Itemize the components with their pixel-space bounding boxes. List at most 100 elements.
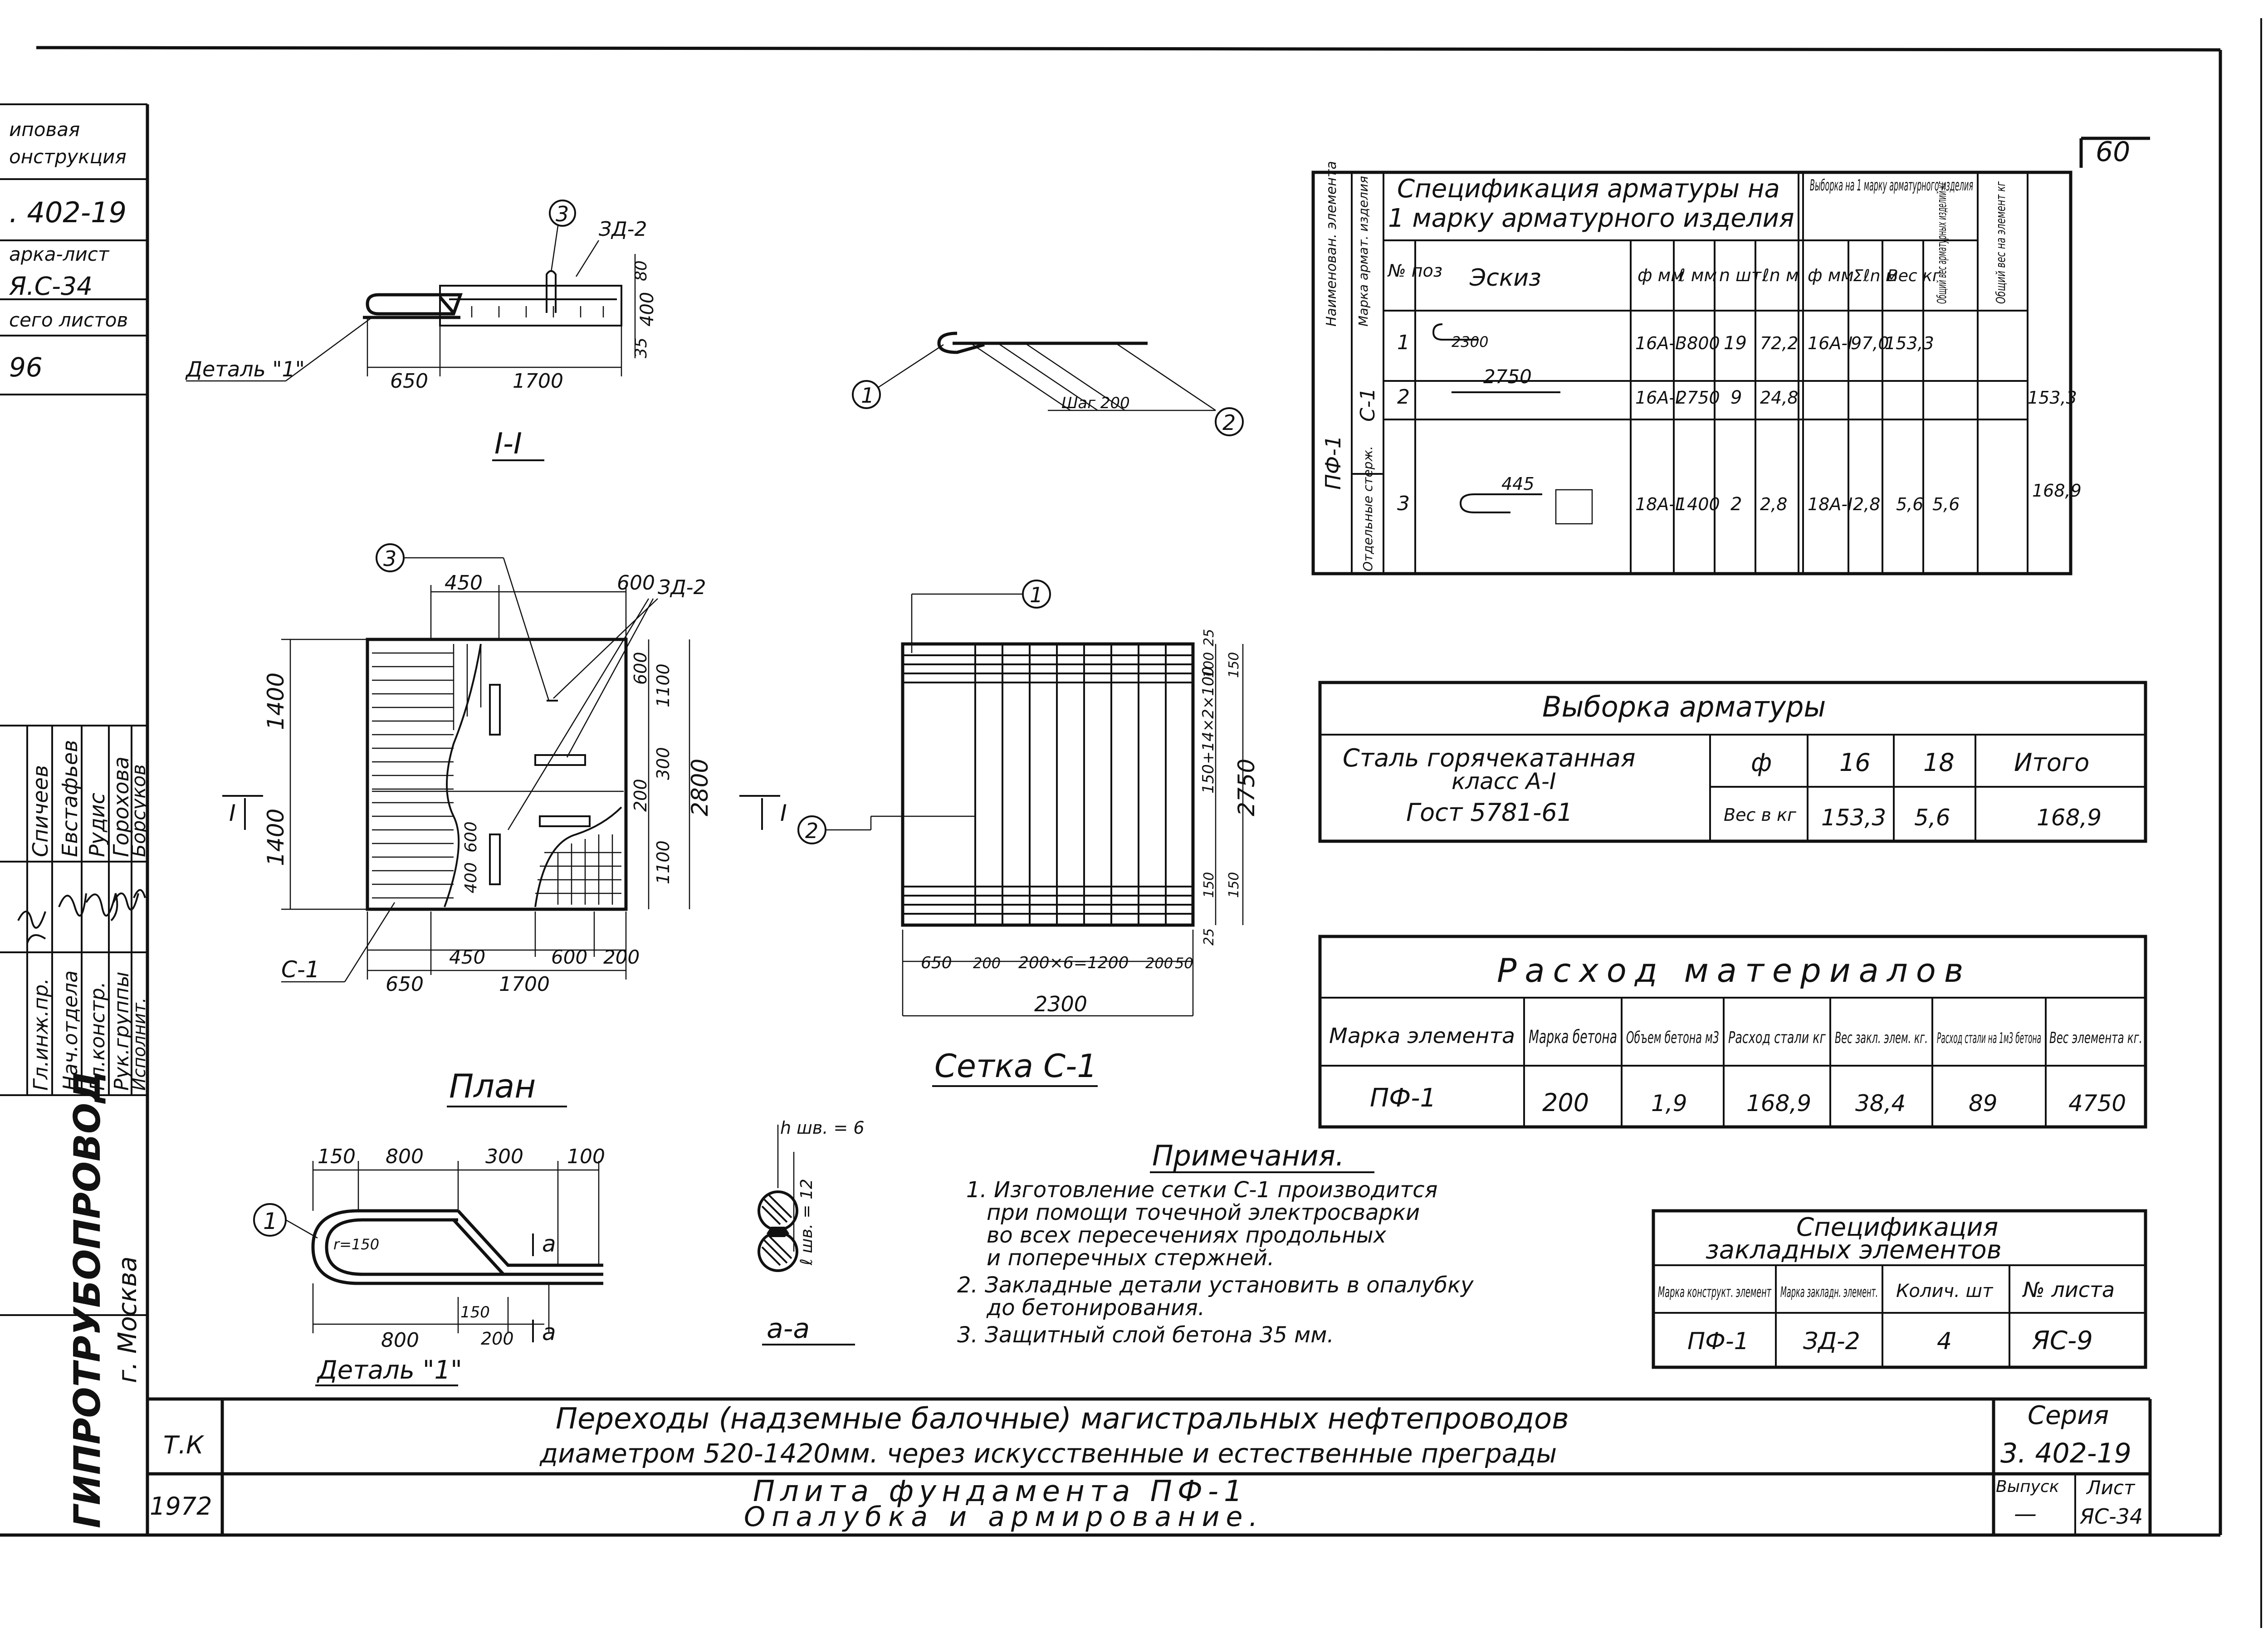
- detail-radius: r=150: [333, 1236, 379, 1253]
- spec-separate-bars: Отдельные стерж.: [1360, 446, 1375, 571]
- callout-1: 1: [861, 383, 874, 408]
- col-ln: ℓn м: [1762, 265, 1799, 285]
- row-1-phi: 16А-I: [1635, 333, 1680, 353]
- name-2: Евстафьев: [58, 740, 82, 857]
- spec-selection-title: Выборка на 1 марку арматурного изделия: [1810, 176, 1973, 195]
- spec-title-1: Спецификация арматуры на: [1397, 174, 1780, 204]
- signature-scribble: [17, 911, 46, 944]
- stamp-title-1: иповая: [9, 118, 80, 141]
- emb-h-2: Марка закладн. элемент.: [1780, 1283, 1878, 1301]
- signature-scribble: [85, 893, 118, 921]
- row-2-ln: 24,8: [1760, 388, 1799, 408]
- emb-r-4: ЯС-9: [2032, 1326, 2093, 1355]
- org-name: ГИПРОТРУБОПРОВОД: [66, 1071, 108, 1528]
- detail-cut-bottom: а: [542, 1319, 556, 1345]
- dim-400: 400: [637, 292, 658, 327]
- name-1: Спичеев: [28, 765, 53, 857]
- mat-r-1: ПФ-1: [1370, 1083, 1436, 1113]
- plan-caption: План: [449, 1067, 536, 1105]
- row-3-sketch: 445: [1501, 474, 1535, 494]
- left-stamp: иповая онструкция . 402-19 арка-лист Я.С…: [0, 103, 147, 395]
- section-caption: I-I: [494, 427, 522, 461]
- emb-r-3: 4: [1937, 1328, 1952, 1355]
- dim-1700: 1700: [513, 370, 563, 393]
- series-label: Серия: [2028, 1401, 2109, 1430]
- note-5: 2. Закладные детали установить в опалубк…: [957, 1272, 1474, 1298]
- mesh-overall-bottom: 2300: [1034, 992, 1087, 1016]
- sel-w2: 5,6: [1914, 804, 1950, 831]
- plan-hatch: [372, 644, 621, 905]
- row-1-n: 19: [1724, 333, 1747, 354]
- section-1-1: 3 ЗД-2 650 1700 80 400 35 Деталь "1" I-I: [185, 200, 658, 461]
- stamp-mark-label: арка-лист: [9, 243, 110, 265]
- mesh-rd-4: 150: [1226, 872, 1242, 898]
- dim-650: 650: [390, 370, 428, 393]
- mat-h-4: Расход стали кг: [1728, 1029, 1826, 1047]
- row-3-total-item: 5,6: [1932, 494, 1960, 514]
- mat-r-3: 1,9: [1651, 1090, 1687, 1116]
- note-6: до бетонирования.: [986, 1295, 1205, 1321]
- steel-line-2: класс А-I: [1452, 768, 1556, 795]
- callout-3: 3: [556, 202, 569, 226]
- mesh-rd-2: 150: [1226, 652, 1242, 678]
- mesh-rd-3: 100: [1201, 652, 1217, 678]
- spec-table: Спецификация арматуры на 1 марку арматур…: [1311, 161, 2082, 575]
- steel-line-1: Сталь горячекатанная: [1343, 744, 1636, 772]
- sel-d1: 16: [1839, 748, 1871, 777]
- plan-inner-dim-1: 400: [462, 862, 480, 893]
- col-mark: Марка армат. изделия: [1356, 176, 1371, 327]
- emb-r-1: ПФ-1: [1687, 1328, 1749, 1355]
- detail-caption: Деталь "1": [316, 1355, 462, 1385]
- plan-right-dim-4: 300: [653, 747, 673, 780]
- sheet-frame: [0, 18, 2262, 1628]
- plan-bot-b-1: 650: [386, 973, 424, 996]
- col-l: ℓ мм: [1678, 265, 1717, 285]
- row-3-phi: 18А-I: [1635, 494, 1680, 514]
- mesh-callout-2: 2: [805, 819, 818, 843]
- row-1-sel-phi: 16А-I: [1808, 333, 1853, 353]
- plan-top-dim-2: 600: [617, 571, 655, 595]
- row-3-ln: 2,8: [1760, 494, 1787, 514]
- issue-value: —: [2014, 1501, 2037, 1527]
- mat-h-6: Расход стали на 1м3 бетона: [1937, 1029, 2041, 1047]
- plan-inner-dim-2: 600: [462, 821, 480, 853]
- notes: Примечания. 1. Изготовление сетки С-1 пр…: [957, 1139, 1474, 1348]
- col-n: n шт.: [1719, 265, 1767, 285]
- mesh-bd-3: 200×6=1200: [1018, 954, 1129, 972]
- row-2-phi: 16А-I: [1635, 388, 1680, 408]
- mat-r-5: 38,4: [1855, 1090, 1906, 1116]
- detail-1: 1 r=150 150 800 300 100 800 150 200 а а …: [253, 1145, 605, 1386]
- step-label: Шаг 200: [1061, 394, 1130, 412]
- plan-view: 450 600 ЗД-2 3 1400 1400 600 1100 200 30…: [222, 543, 787, 1107]
- title-block: Т.К 1972 Переходы (надземные балочные) м…: [147, 1397, 2152, 1535]
- sel-total-label: Итого: [2014, 748, 2089, 777]
- sel-w-total: 168,9: [2037, 804, 2102, 831]
- plan-right-dim-1: 600: [631, 652, 650, 685]
- row-1-pos: 1: [1397, 331, 1410, 354]
- embedded-table: Спецификация закладных элементов Марка к…: [1652, 1209, 2147, 1369]
- sheet-number: 60: [2096, 136, 2130, 168]
- mesh-bd-1: 650: [921, 954, 952, 972]
- row-1-l: 3800: [1676, 333, 1720, 353]
- mat-r-4: 168,9: [1746, 1090, 1811, 1116]
- detail-top-3: 300: [485, 1145, 523, 1168]
- stamp-title-2: онструкция: [9, 146, 127, 168]
- mesh-rd-5: 150: [1201, 872, 1217, 898]
- plan-section-mark-left: I: [229, 800, 236, 826]
- plan-right-dim-5: 1100: [653, 840, 673, 884]
- col-total-element: Общий вес на элемент кг: [1993, 181, 2008, 304]
- sel-weight-label: Вес в кг: [1724, 805, 1797, 825]
- mesh-caption: Сетка С-1: [934, 1048, 1097, 1085]
- mesh-bars: [903, 644, 1193, 925]
- notes-title: Примечания.: [1152, 1139, 1344, 1172]
- plan-outline: [366, 638, 628, 911]
- year: 1972: [150, 1492, 212, 1521]
- mesh-span-label: 150+14×2×100: [1199, 667, 1217, 794]
- row-1-sel-sum: 97,0: [1851, 333, 1889, 353]
- sel-d2: 18: [1923, 748, 1955, 777]
- detail-top-4: 100: [567, 1145, 605, 1168]
- signature-scribble: [112, 892, 139, 911]
- selection-table: Выборка арматуры Сталь горячекатанная кл…: [1318, 681, 2147, 843]
- col-phi: ф мм: [1637, 265, 1684, 285]
- row-2-total-item: 153,3: [2028, 388, 2077, 408]
